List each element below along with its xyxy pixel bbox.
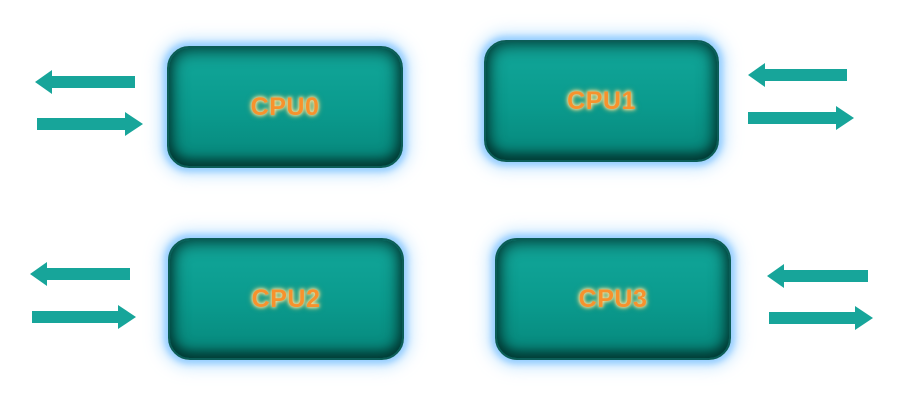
cpu2-box: CPU2	[168, 238, 404, 360]
cpu3-arrow-incoming	[767, 264, 868, 288]
cpu2-label: CPU2	[251, 285, 321, 313]
cpu0-label: CPU0	[250, 93, 320, 121]
cpu2-arrow-outgoing	[32, 305, 136, 329]
cpu3-label: CPU3	[578, 285, 648, 313]
cpu3-box: CPU3	[495, 238, 731, 360]
cpu0-arrow-incoming	[35, 70, 135, 94]
cpu0-arrow-outgoing	[37, 112, 143, 136]
cpu1-arrow-outgoing	[748, 106, 854, 130]
cpu2-arrow-incoming	[30, 262, 130, 286]
cpu0-box: CPU0	[167, 46, 403, 168]
cpu1-arrow-incoming	[748, 63, 847, 87]
cpu1-box: CPU1	[484, 40, 719, 162]
cpu3-arrow-outgoing	[769, 306, 873, 330]
cpu1-label: CPU1	[567, 87, 636, 115]
